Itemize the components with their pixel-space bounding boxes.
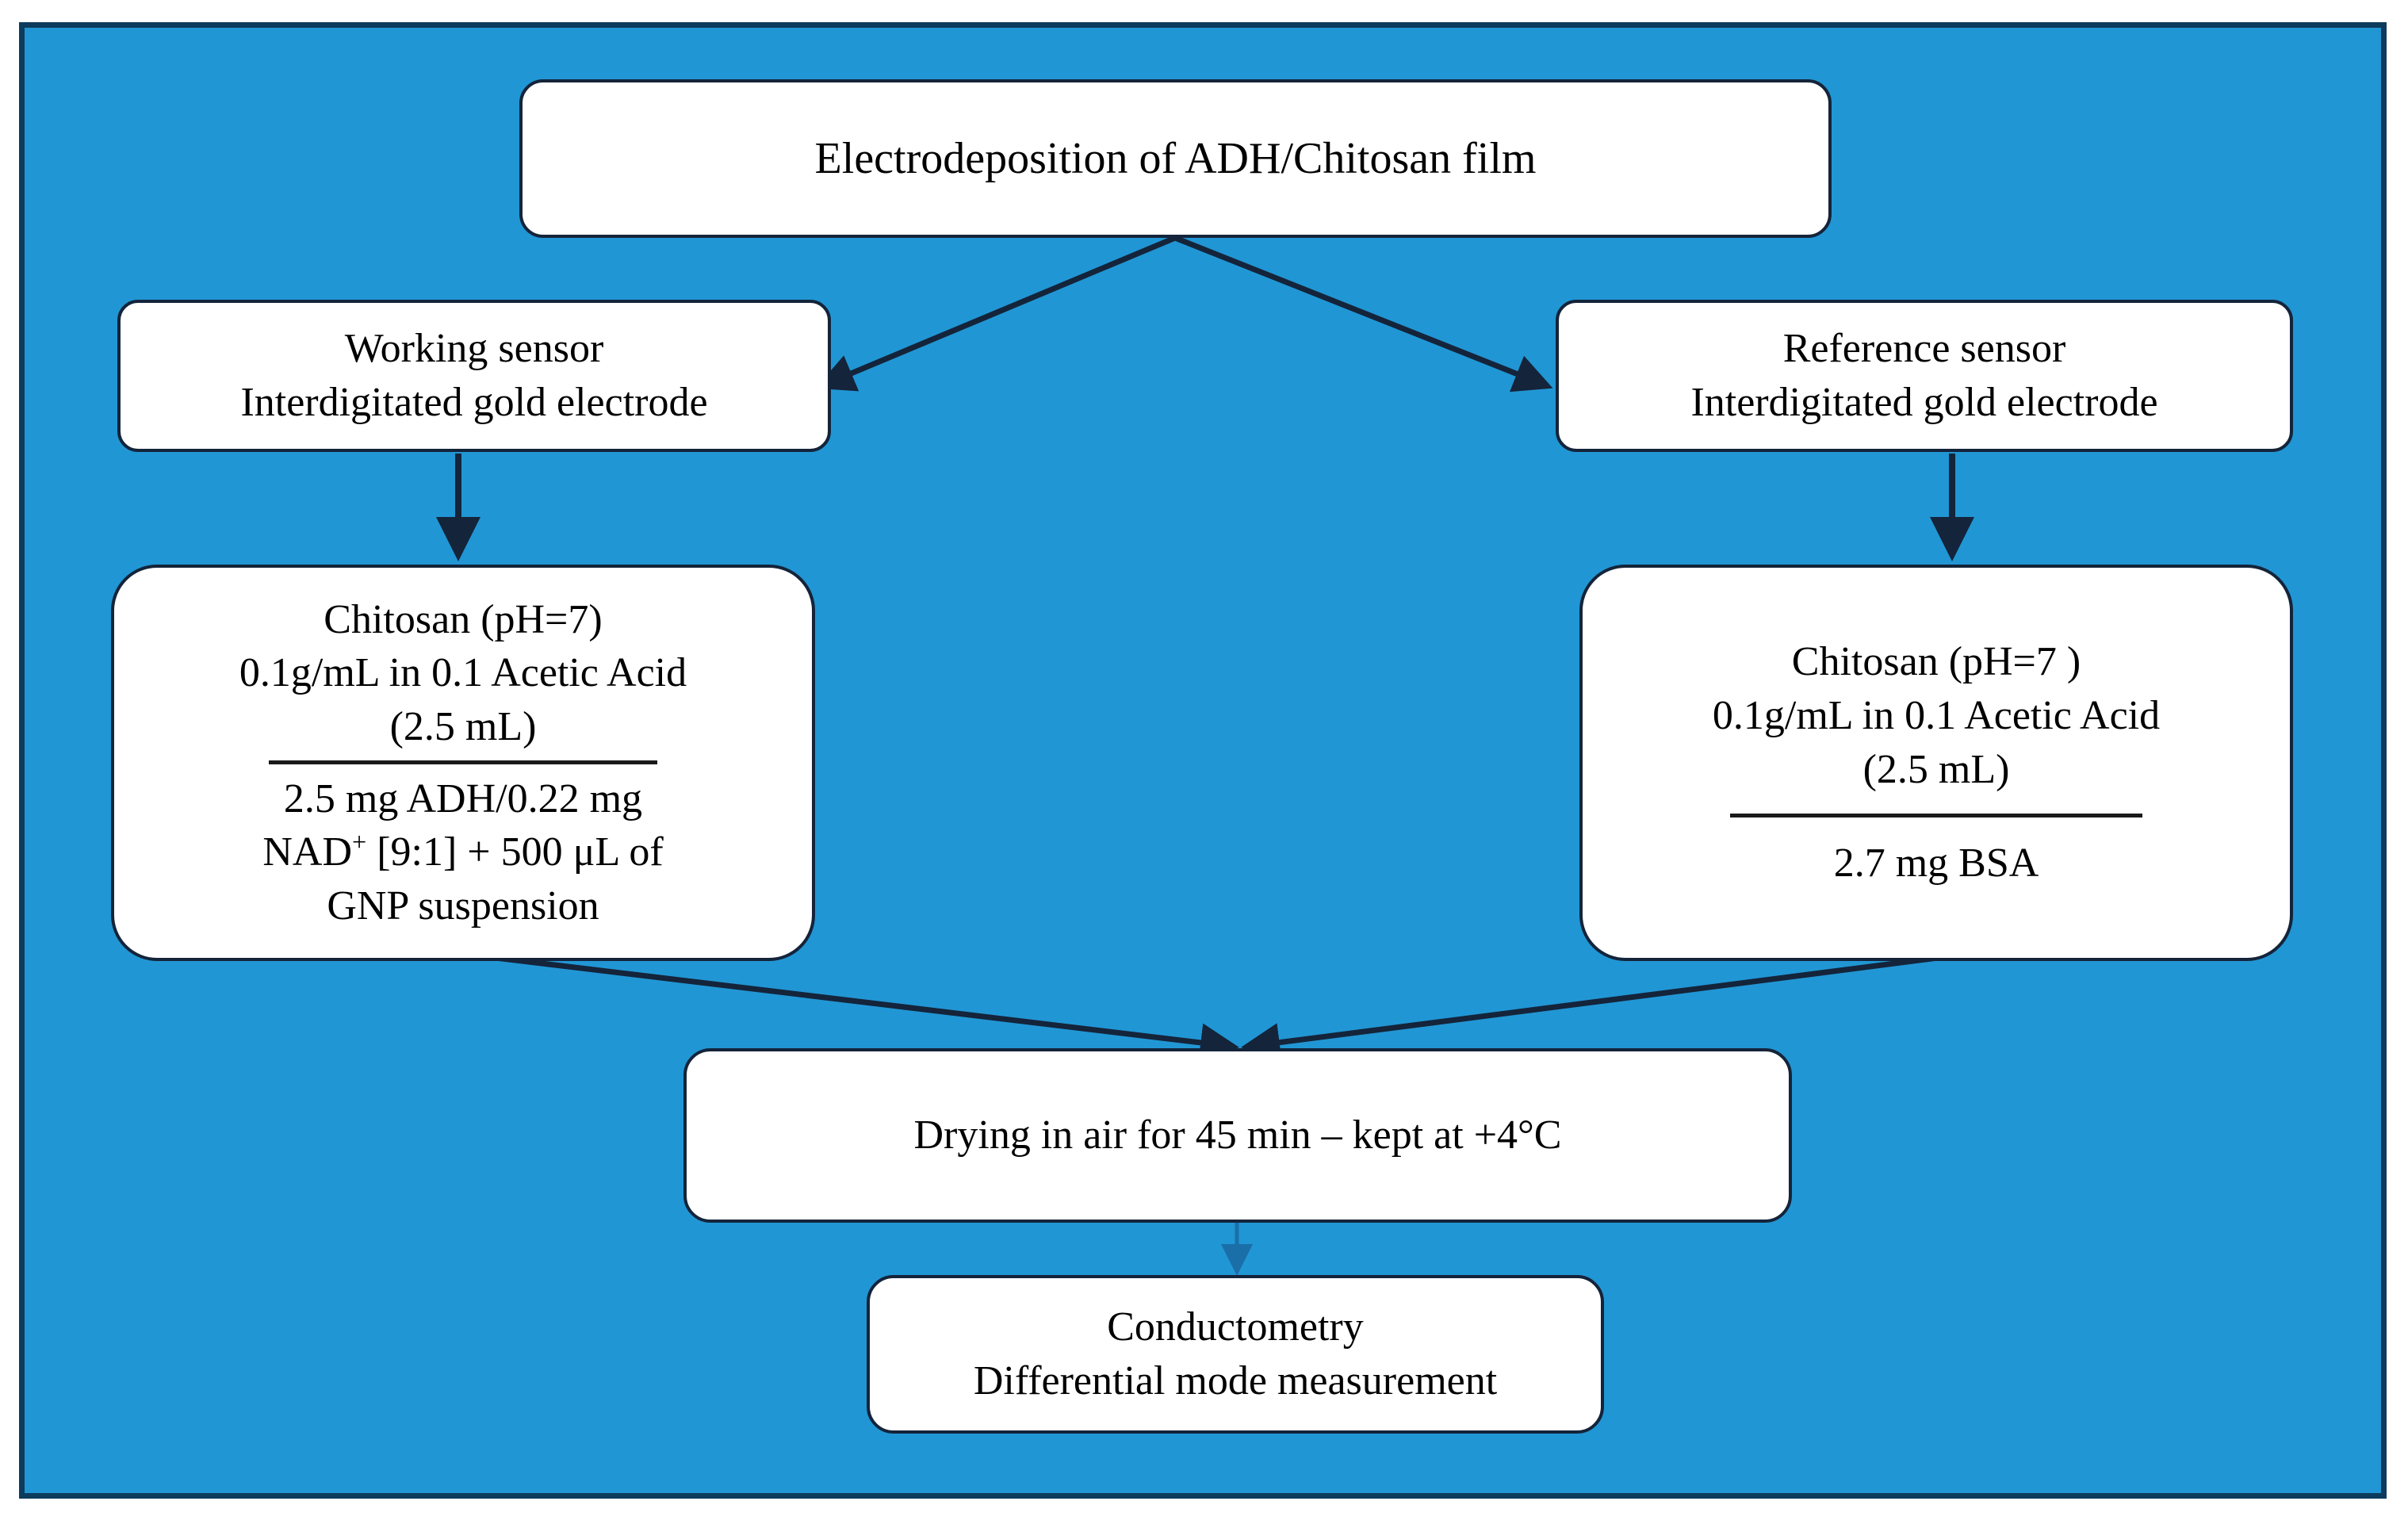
node-working-chemistry-line-3: (2.5 mL) <box>389 703 537 749</box>
node-working-chemistry-line-4: 2.5 mg ADH/0.22 mg <box>283 775 643 821</box>
node-working-chemistry: Chitosan (pH=7) 0.1g/mL in 0.1 Acetic Ac… <box>111 565 815 961</box>
node-working-chemistry-line-5-prefix: NAD <box>262 829 353 875</box>
fraction-rule-reference <box>1730 814 2142 818</box>
node-working-chemistry-line-5: NAD+ [9:1] + 500 μL of <box>262 825 663 879</box>
edge-electrodeposition-to-working-sensor <box>815 235 1177 392</box>
node-reference-chemistry-line-4: 2.7 mg BSA <box>1833 840 2039 886</box>
fraction-rule-working <box>269 760 657 764</box>
node-reference-chemistry-line-3: (2.5 mL) <box>1862 746 2010 792</box>
node-conductometry: Conductometry Differential mode measurem… <box>867 1275 1604 1434</box>
edge-working-chemistry-to-drying <box>475 952 1239 1063</box>
node-conductometry-line-1: Conductometry <box>1107 1304 1364 1350</box>
node-working-chemistry-line-5-suffix: [9:1] + 500 μL of <box>366 829 664 875</box>
node-electrodeposition: Electrodeposition of ADH/Chitosan film <box>519 79 1832 238</box>
node-drying: Drying in air for 45 min – kept at +4°C <box>683 1048 1792 1223</box>
node-working-chemistry-line-2: 0.1g/mL in 0.1 Acetic Acid <box>239 650 687 696</box>
node-working-sensor-line-1: Working sensor <box>344 326 604 372</box>
node-working-chemistry-line-6: GNP suspension <box>327 883 599 929</box>
node-drying-line-1: Drying in air for 45 min – kept at +4°C <box>913 1112 1562 1158</box>
node-reference-chemistry-line-2: 0.1g/mL in 0.1 Acetic Acid <box>1712 692 2161 738</box>
node-reference-chemistry-line-1: Chitosan (pH=7 ) <box>1791 639 2081 685</box>
node-reference-sensor-line-2: Interdigitated gold electrode <box>1690 380 2158 425</box>
node-reference-sensor-line-1: Reference sensor <box>1782 326 2066 372</box>
edge-reference-chemistry-to-drying <box>1241 954 1945 1062</box>
nad-plus-superscript: + <box>352 827 367 856</box>
node-electrodeposition-line-1: Electrodeposition of ADH/Chitosan film <box>814 133 1537 183</box>
node-working-chemistry-line-1: Chitosan (pH=7) <box>323 596 603 642</box>
node-reference-chemistry: Chitosan (pH=7 ) 0.1g/mL in 0.1 Acetic A… <box>1579 565 2293 961</box>
node-working-sensor: Working sensor Interdigitated gold elect… <box>117 300 831 452</box>
edge-electrodeposition-to-reference-sensor <box>1173 235 1553 392</box>
node-reference-sensor: Reference sensor Interdigitated gold ele… <box>1556 300 2293 452</box>
node-conductometry-line-2: Differential mode measurement <box>973 1358 1498 1403</box>
node-working-sensor-line-2: Interdigitated gold electrode <box>240 380 708 425</box>
